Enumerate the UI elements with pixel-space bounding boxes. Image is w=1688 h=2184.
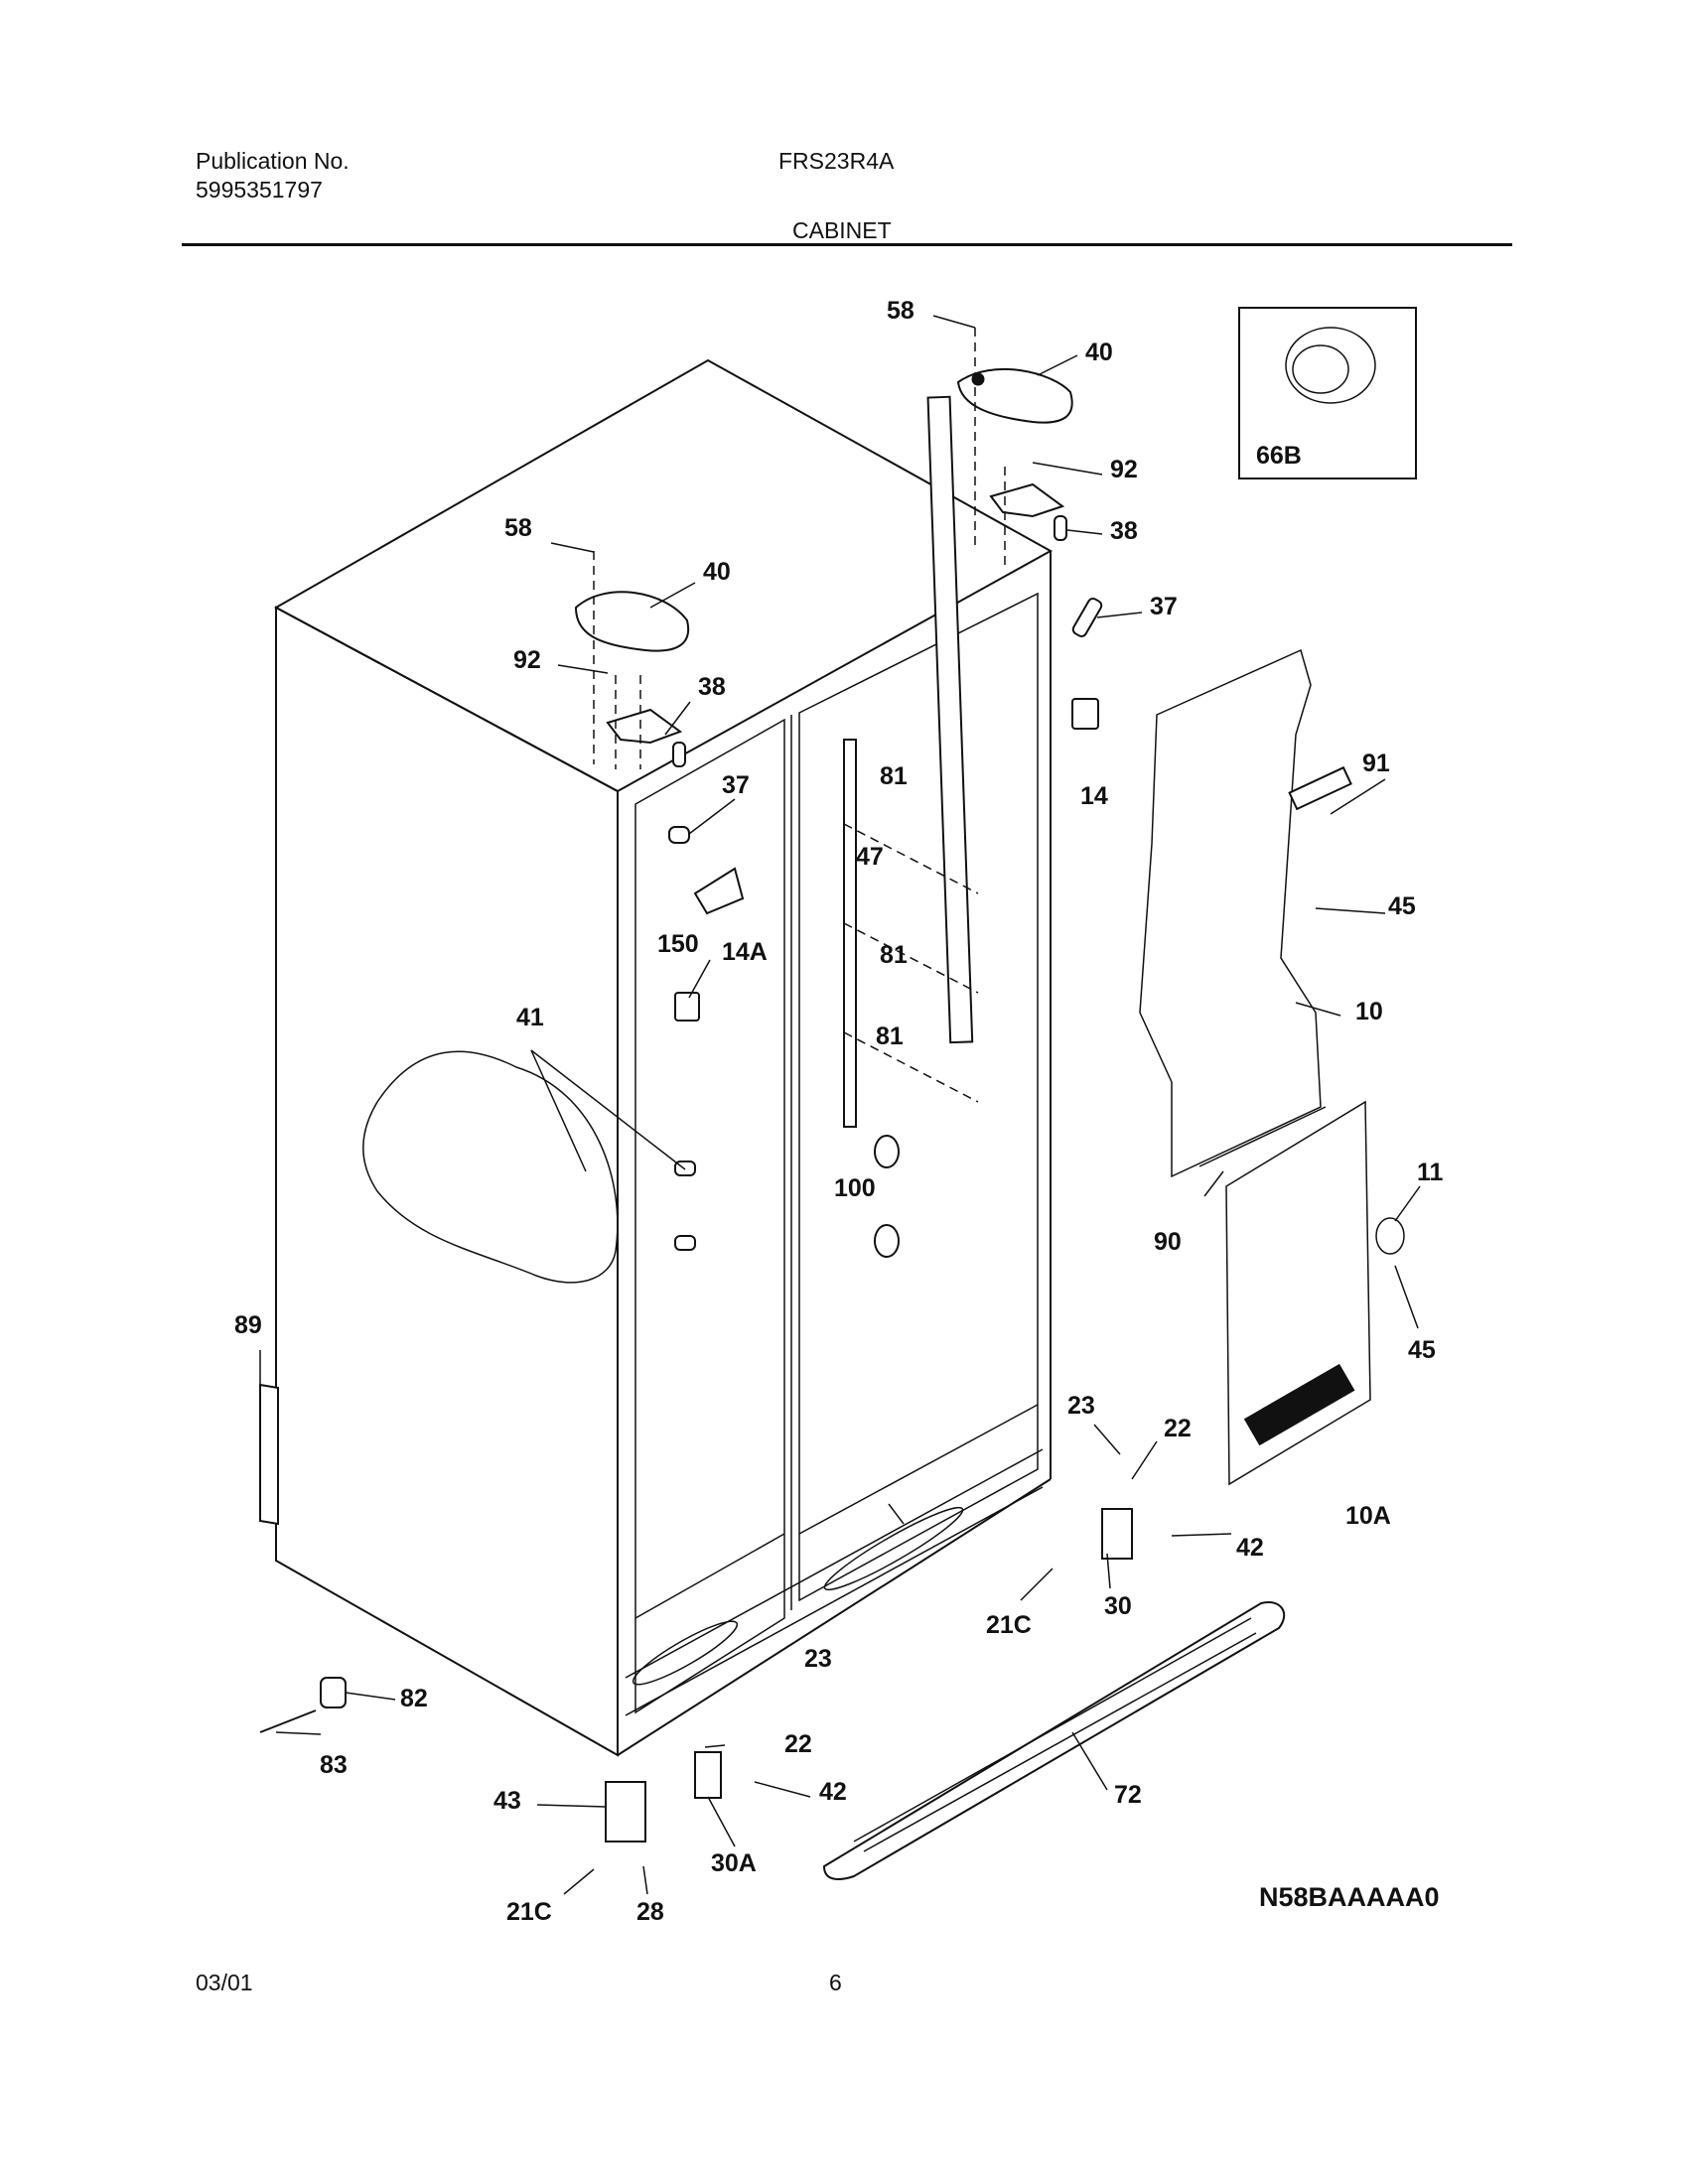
callout-37-left: 37 <box>722 771 750 799</box>
callout-100: 100 <box>834 1174 876 1202</box>
callout-41: 41 <box>516 1004 544 1031</box>
callout-30a: 30A <box>711 1849 757 1877</box>
callout-83: 83 <box>320 1751 348 1779</box>
hinge-pin-left <box>668 826 690 844</box>
callout-81-middle: 81 <box>880 941 908 969</box>
callout-150: 150 <box>657 930 699 958</box>
stopper-100a <box>874 1135 900 1168</box>
shelf-ladder <box>926 395 974 1044</box>
door-stop-group <box>362 1050 696 1284</box>
callout-10: 10 <box>1355 998 1383 1025</box>
callout-47: 47 <box>856 843 884 871</box>
callout-40-left: 40 <box>703 558 731 586</box>
bracket-150 <box>693 867 745 915</box>
callout-11: 11 <box>1417 1159 1444 1186</box>
roller-bracket-43 <box>605 1781 646 1843</box>
publication-number: 5995351797 <box>196 177 323 203</box>
drawing-code: N58BAAAAA0 <box>1259 1882 1440 1912</box>
callout-58-top: 58 <box>887 297 914 325</box>
bulb-socket-icon <box>1285 327 1376 404</box>
plug-11 <box>1375 1217 1405 1255</box>
model-number: FRS23R4A <box>778 148 895 174</box>
callout-90: 90 <box>1154 1228 1182 1256</box>
evaporator-cover <box>1139 648 1352 1178</box>
callout-42-right: 42 <box>1236 1534 1264 1562</box>
callout-82: 82 <box>400 1685 428 1712</box>
callout-42-lower: 42 <box>819 1778 847 1806</box>
bracket-89 <box>259 1383 279 1526</box>
callout-81-upper: 81 <box>880 762 908 790</box>
callout-21c-right: 21C <box>986 1611 1032 1639</box>
callout-labels: 58 40 92 38 37 58 40 92 38 37 81 14 91 4… <box>234 297 1444 1926</box>
rear-panel <box>1225 1100 1405 1486</box>
section-title: CABINET <box>792 217 892 243</box>
inset-box <box>1238 307 1417 479</box>
callout-58-left: 58 <box>504 514 532 542</box>
callout-38-left: 38 <box>698 673 726 701</box>
callout-81-lower: 81 <box>876 1023 904 1050</box>
callout-28: 28 <box>636 1898 664 1926</box>
callout-22-lower: 22 <box>784 1730 812 1758</box>
callout-30: 30 <box>1104 1592 1132 1620</box>
callout-92-left: 92 <box>513 646 541 674</box>
cabinet-side <box>275 606 619 1757</box>
callout-22-right: 22 <box>1164 1415 1192 1442</box>
screw-83 <box>259 1709 317 1733</box>
hinge-cover-right <box>956 368 1073 424</box>
callout-23-lower: 23 <box>804 1645 832 1673</box>
callout-89: 89 <box>234 1311 262 1339</box>
callout-10a: 10A <box>1345 1502 1391 1530</box>
callout-37-right: 37 <box>1150 593 1178 620</box>
louver-91 <box>1288 765 1352 811</box>
callout-14: 14 <box>1080 782 1108 810</box>
callout-91: 91 <box>1362 750 1390 777</box>
callout-14a: 14A <box>722 938 768 966</box>
toe-grille <box>822 1601 1286 1880</box>
hinge-right <box>989 482 1067 541</box>
leader-lines <box>259 315 1421 1895</box>
callout-45-lower: 45 <box>1408 1336 1436 1364</box>
publication-label: Publication No. <box>196 148 350 174</box>
hinge-bracket-30 <box>1101 1508 1133 1560</box>
hinge-cover-left <box>574 591 690 652</box>
light-switch-14a <box>674 992 700 1022</box>
callout-38-right: 38 <box>1110 517 1138 545</box>
callout-23-right: 23 <box>1067 1392 1095 1420</box>
hinge-left <box>606 708 686 767</box>
hinge-bracket-30a <box>694 1751 722 1799</box>
inset-label: 66B <box>1256 442 1302 470</box>
light-switch-14 <box>1071 698 1099 730</box>
footer-date: 03/01 <box>196 1970 253 1995</box>
callout-92-right: 92 <box>1110 456 1138 483</box>
shelf-rail <box>843 739 857 1128</box>
leveler-82 <box>320 1677 347 1708</box>
callout-72: 72 <box>1114 1781 1142 1809</box>
callout-45-upper: 45 <box>1388 892 1416 920</box>
callout-40-right: 40 <box>1085 339 1113 366</box>
hinge-pin-right <box>1071 598 1103 637</box>
callout-43: 43 <box>493 1787 521 1815</box>
stopper-100b <box>874 1224 900 1258</box>
header-rule <box>182 243 1512 246</box>
callout-21c-lower: 21C <box>506 1898 552 1926</box>
page-number: 6 <box>829 1970 842 1995</box>
